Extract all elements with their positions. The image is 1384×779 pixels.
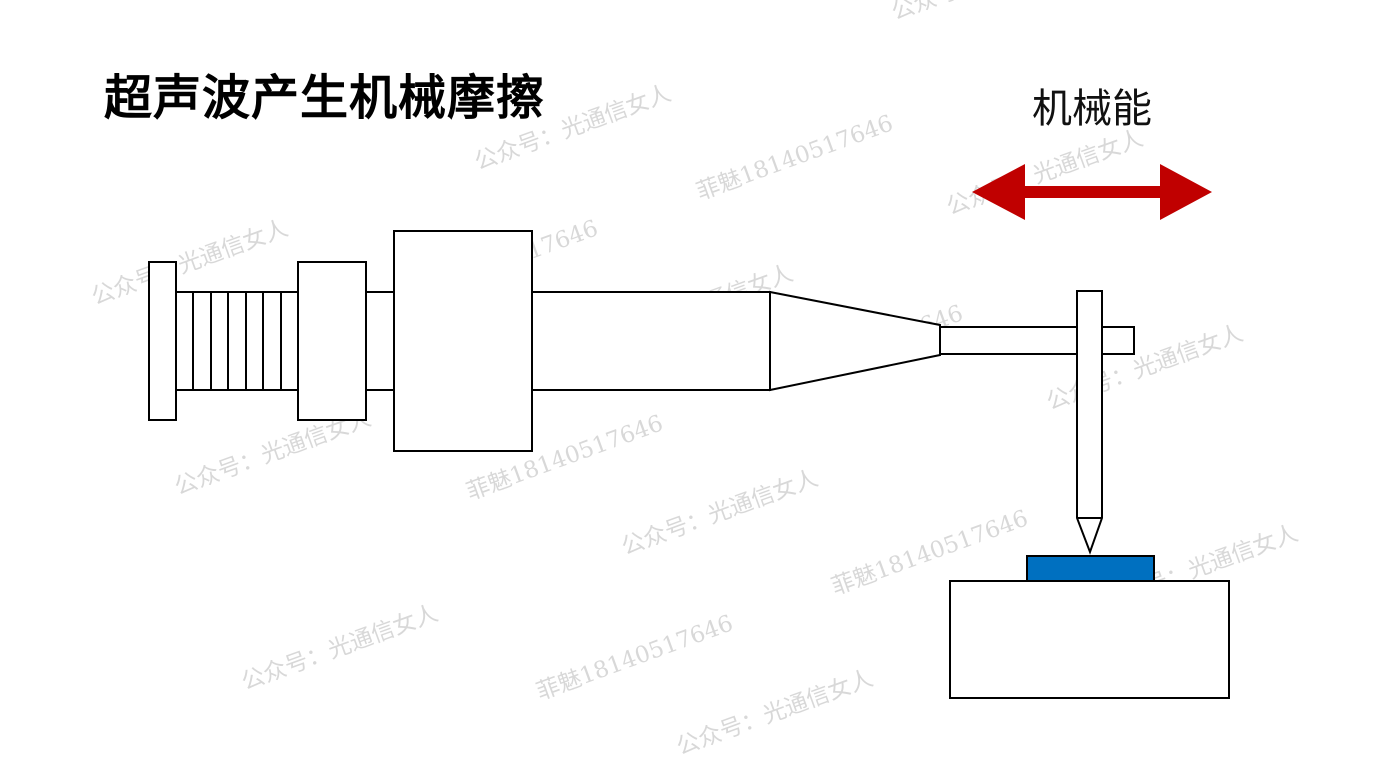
mechanical-energy-label: 机械能 — [1032, 86, 1152, 132]
double-arrow-icon — [972, 164, 1212, 220]
watermark-account: 公众号：光通信女人 — [471, 80, 674, 175]
watermark-account: 公众号：光通信女人 — [618, 465, 821, 560]
horn-taper — [769, 290, 941, 392]
watermark-account: 公众号：光通信女人 — [673, 665, 876, 760]
anvil-base — [949, 580, 1230, 699]
watermark-contact: 菲魅18140517646 — [693, 110, 896, 205]
welding-needle — [1076, 290, 1103, 555]
arrow-shape — [972, 164, 1212, 220]
ultrasonic-stack — [148, 230, 1135, 555]
watermark-account: 公众号：光通信女人 — [888, 0, 1091, 26]
watermark-account: 公众号：光通信女人 — [943, 125, 1146, 220]
booster-flange — [393, 230, 533, 452]
coupling-block — [297, 261, 367, 421]
horn-rod — [939, 326, 1135, 355]
transducer-rings — [192, 292, 282, 390]
connector-neck — [365, 291, 395, 391]
diagram-title: 超声波产生机械摩擦 — [104, 70, 546, 126]
workpiece — [1026, 555, 1155, 582]
transducer-stack — [175, 291, 299, 391]
watermark-contact: 菲魅18140517646 — [533, 610, 736, 705]
end-plate — [148, 261, 177, 421]
watermark-account: 公众号：光通信女人 — [238, 600, 441, 695]
booster-body — [531, 291, 771, 391]
